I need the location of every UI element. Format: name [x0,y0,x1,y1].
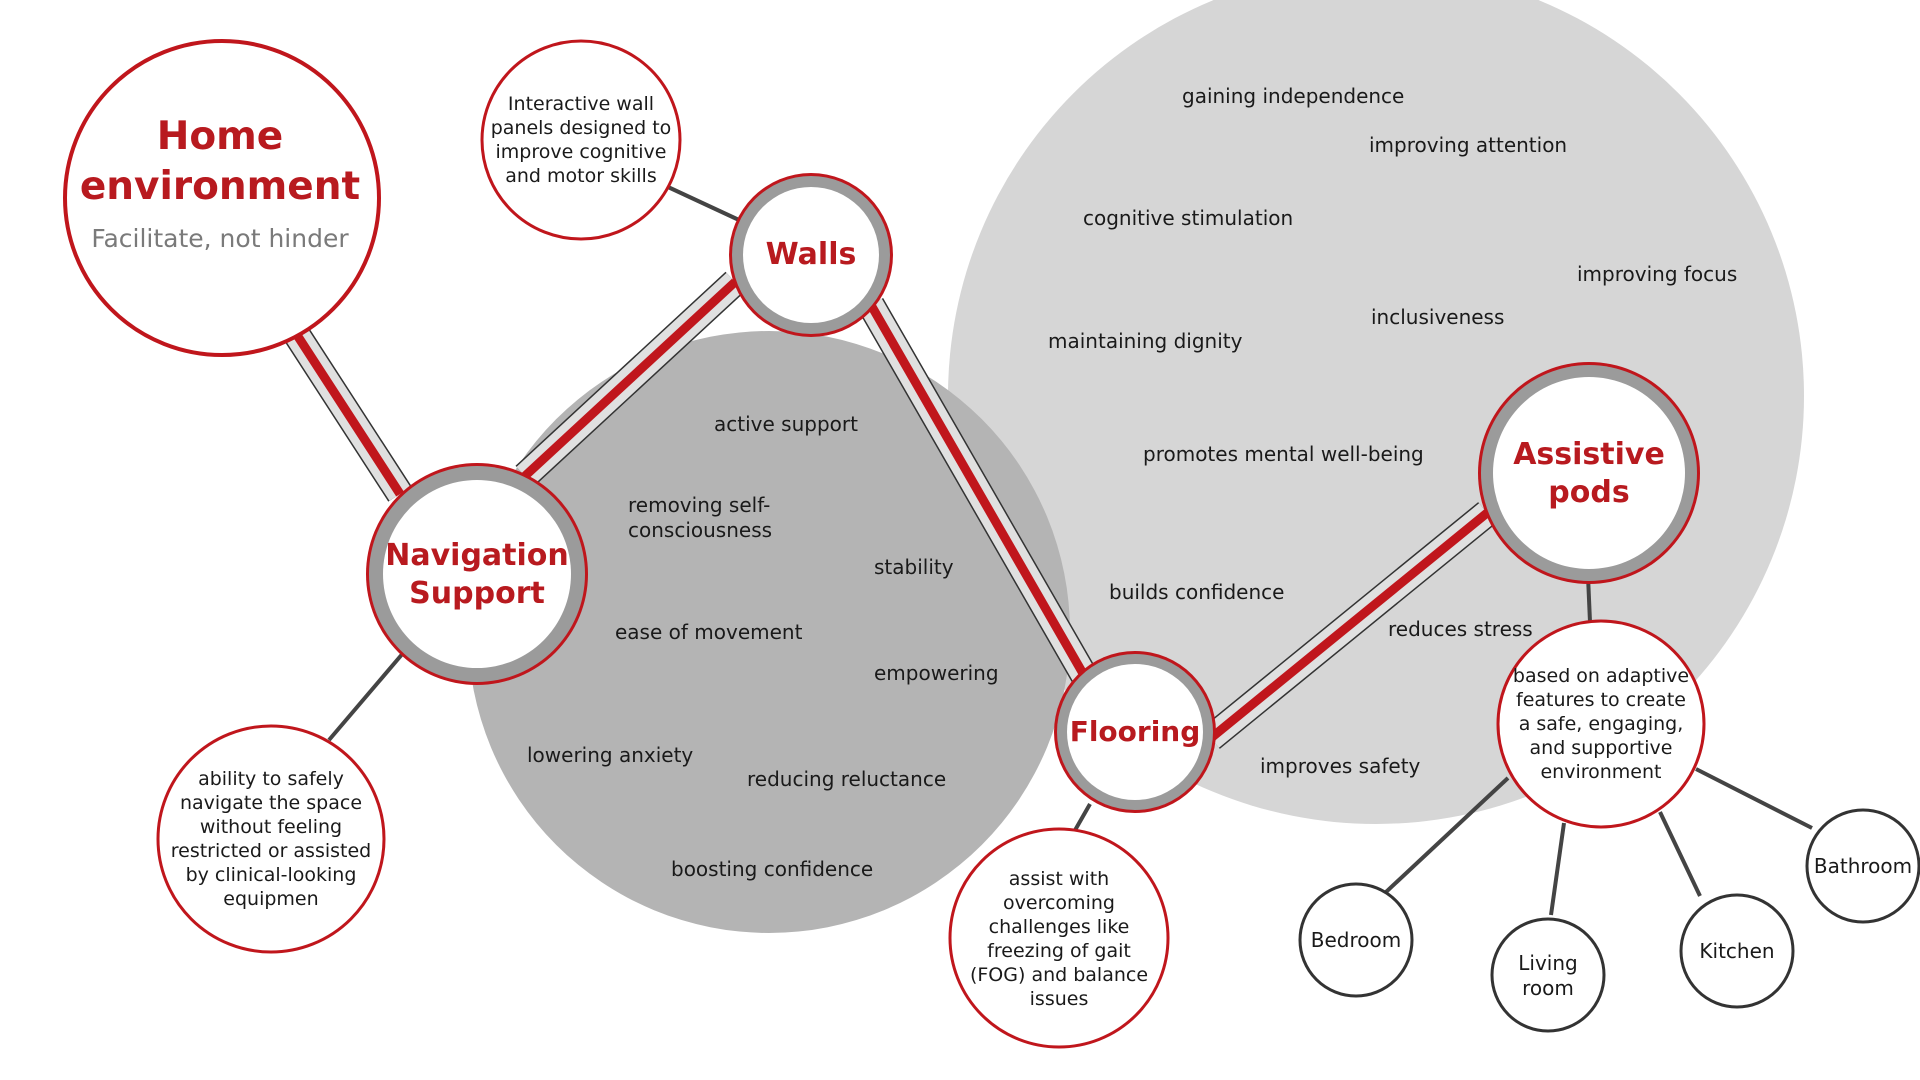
benefit-improving-focus: improving focus [1577,262,1738,286]
benefit-boosting-confidence: boosting confidence [671,857,874,881]
navigation-hub-label: Navigation Support [385,538,569,611]
walls-hub-label: Walls [765,237,857,272]
connector-pods-kitchen [1658,811,1702,897]
benefit-gaining-independence: gaining independence [1182,84,1405,108]
benefit-ease-of-movement: ease of movement [615,620,803,644]
walls-hub-circle [729,173,893,337]
flooring-note-text: assist with overcoming challenges like f… [969,868,1149,1010]
link-flooring-pods [1202,502,1496,749]
home-subtitle: Facilitate, not hinder [91,224,349,253]
navigation-note-text: ability to safely navigate the space wit… [170,768,372,910]
flooring-hub-circle [1054,651,1216,813]
flooring-note-circle [948,827,1170,1049]
living-room-label: Living room [1518,951,1578,1000]
navigation-hub-circle [366,463,588,685]
benefit-maintaining-dignity: maintaining dignity [1048,329,1243,353]
connector-navigation-note [327,650,406,742]
connector-pods-living [1549,822,1566,916]
benefit-lowering-anxiety: lowering anxiety [527,743,694,767]
living-room-circle [1490,917,1606,1033]
navigation-note-circle [156,724,386,954]
bedroom-label: Bedroom [1310,927,1402,952]
link-walls-flooring [858,298,1098,684]
benefit-cognitive-stimulation: cognitive stimulation [1083,206,1294,230]
benefit-active-support: active support [714,412,858,436]
dark-benefits-area [468,331,1070,933]
connector-walls-note [667,185,740,222]
link-navigation-walls [515,271,745,487]
bedroom-circle [1298,882,1414,998]
benefit-stability: stability [874,555,954,579]
connector-pods-bedroom [1384,776,1510,894]
walls-note-text: Interactive wall panels designed to impr… [490,93,672,187]
benefit-empowering: empowering [874,661,999,685]
benefit-reducing-reluctance: reducing reluctance [747,767,947,791]
connector-flooring-note [1072,803,1092,833]
pods-hub-circle [1478,362,1700,584]
benefit-inclusiveness: inclusiveness [1371,305,1505,329]
link-home-navigation [285,327,412,502]
walls-note-circle [480,39,682,241]
flooring-hub-label: Flooring [1069,715,1201,748]
pods-note-circle [1496,619,1706,829]
pods-hub-label: Assistive pods [1513,437,1665,510]
connector-pods-bathroom [1695,767,1813,830]
benefit-reduces-stress: reduces stress [1388,617,1533,641]
home-circle [63,39,381,357]
bathroom-circle [1805,808,1920,924]
benefit-mental-well-being: promotes mental well-being [1143,442,1424,466]
benefit-builds-confidence: builds confidence [1109,580,1285,604]
benefit-improves-safety: improves safety [1260,754,1421,778]
kitchen-circle [1679,893,1795,1009]
benefit-improving-attention: improving attention [1369,133,1568,157]
benefit-removing-self-consciousness: removing self- consciousness [628,493,773,542]
kitchen-label: Kitchen [1699,938,1775,963]
bathroom-label: Bathroom [1813,853,1913,878]
pods-note-text: based on adaptive features to create a s… [1512,665,1690,783]
home-title: Home environment [79,114,361,209]
